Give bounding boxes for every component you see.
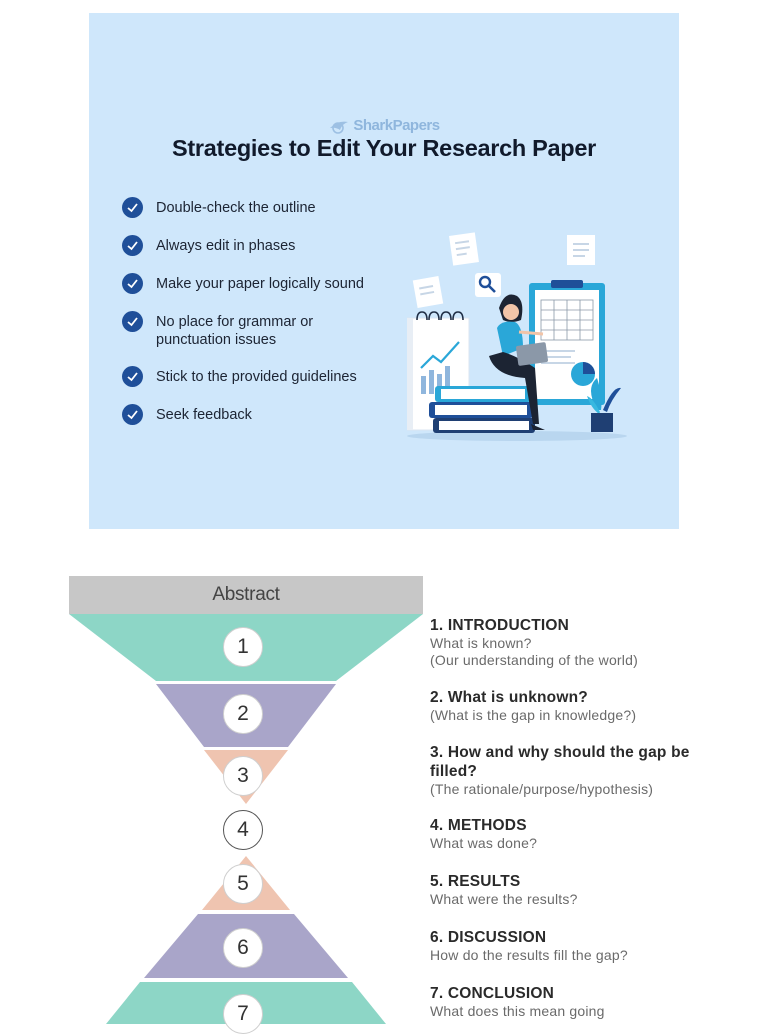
tip-text: Seek feedback	[156, 407, 252, 423]
plant-icon	[587, 378, 621, 432]
tip-text: Stick to the provided guidelines	[156, 369, 357, 385]
step-heading: 5. RESULTS	[430, 873, 521, 890]
step-heading: 3. How and why should the gap be filled?	[430, 744, 690, 780]
step-description-2: 2. What is unknown? (What is the gap in …	[430, 688, 750, 724]
step-description-7: 7. CONCLUSION What does this mean going	[430, 984, 750, 1020]
step-subtext: What does this mean going	[430, 1003, 605, 1019]
step-number-4: 4	[223, 810, 263, 850]
step-subtext: (What is the gap in knowledge?)	[430, 707, 637, 723]
search-icon	[475, 273, 501, 297]
step-number-1: 1	[223, 627, 263, 667]
tip-item: Always edit in phases	[122, 235, 412, 256]
tip-text: Double-check the outline	[156, 200, 316, 216]
step-description-3: 3. How and why should the gap be filled?…	[430, 743, 710, 798]
tip-item: Make your paper logically sound	[122, 273, 412, 294]
paper-structure-diagram: Abstract 1 2 3 4 5 6 7 1. INTRODUCTION W…	[0, 574, 768, 1034]
check-circle-icon	[122, 311, 143, 332]
brand-name: SharkPapers	[353, 117, 440, 134]
tip-text: Always edit in phases	[156, 238, 296, 254]
step-description-4: 4. METHODS What was done?	[430, 816, 750, 852]
abstract-bar: Abstract	[69, 576, 423, 614]
brand-logo: SharkPapers	[89, 117, 679, 134]
books-icon	[429, 386, 535, 433]
check-circle-icon	[122, 404, 143, 425]
card-title: Strategies to Edit Your Research Paper	[172, 135, 596, 161]
step-subtext: What was done?	[430, 835, 538, 851]
research-illustration	[407, 232, 627, 441]
tip-item: Seek feedback	[122, 404, 412, 425]
step-subtext: What is known?	[430, 635, 532, 651]
tip-item: Stick to the provided guidelines	[122, 366, 412, 387]
check-circle-icon	[122, 273, 143, 294]
floating-note-icon	[449, 232, 479, 266]
step-subtext: (Our understanding of the world)	[430, 652, 638, 668]
check-circle-icon	[122, 366, 143, 387]
clipboard-icon	[529, 280, 605, 405]
step-description-5: 5. RESULTS What were the results?	[430, 872, 750, 908]
step-number-7: 7	[223, 994, 263, 1034]
step-description-6: 6. DISCUSSION How do the results fill th…	[430, 928, 750, 964]
step-heading: 2. What is unknown?	[430, 689, 588, 706]
check-circle-icon	[122, 197, 143, 218]
step-subtext: (The rationale/purpose/hypothesis)	[430, 781, 654, 797]
step-heading: 4. METHODS	[430, 817, 527, 834]
floating-note-icon	[567, 235, 595, 265]
strategies-card: SharkPapers Strategies to Edit Your Rese…	[89, 13, 679, 529]
step-number-3: 3	[223, 756, 263, 796]
floating-note-icon	[412, 275, 444, 309]
tip-text: No place for grammar or punctuation issu…	[156, 314, 314, 348]
step-subtext: What were the results?	[430, 891, 578, 907]
step-heading: 1. INTRODUCTION	[430, 617, 570, 634]
hourglass-funnel	[69, 614, 423, 1024]
tip-text: Make your paper logically sound	[156, 276, 364, 292]
step-description-1: 1. INTRODUCTION What is known? (Our unde…	[430, 616, 750, 669]
step-subtext: How do the results fill the gap?	[430, 947, 628, 963]
step-heading: 6. DISCUSSION	[430, 929, 547, 946]
step-heading: 7. CONCLUSION	[430, 985, 555, 1002]
step-number-5: 5	[223, 864, 263, 904]
step-number-2: 2	[223, 694, 263, 734]
step-number-6: 6	[223, 928, 263, 968]
woman-figure	[489, 294, 548, 430]
shark-logo-icon	[330, 121, 349, 134]
tip-item: No place for grammar or punctuation issu…	[122, 311, 332, 349]
check-circle-icon	[122, 235, 143, 256]
tip-item: Double-check the outline	[122, 197, 412, 218]
